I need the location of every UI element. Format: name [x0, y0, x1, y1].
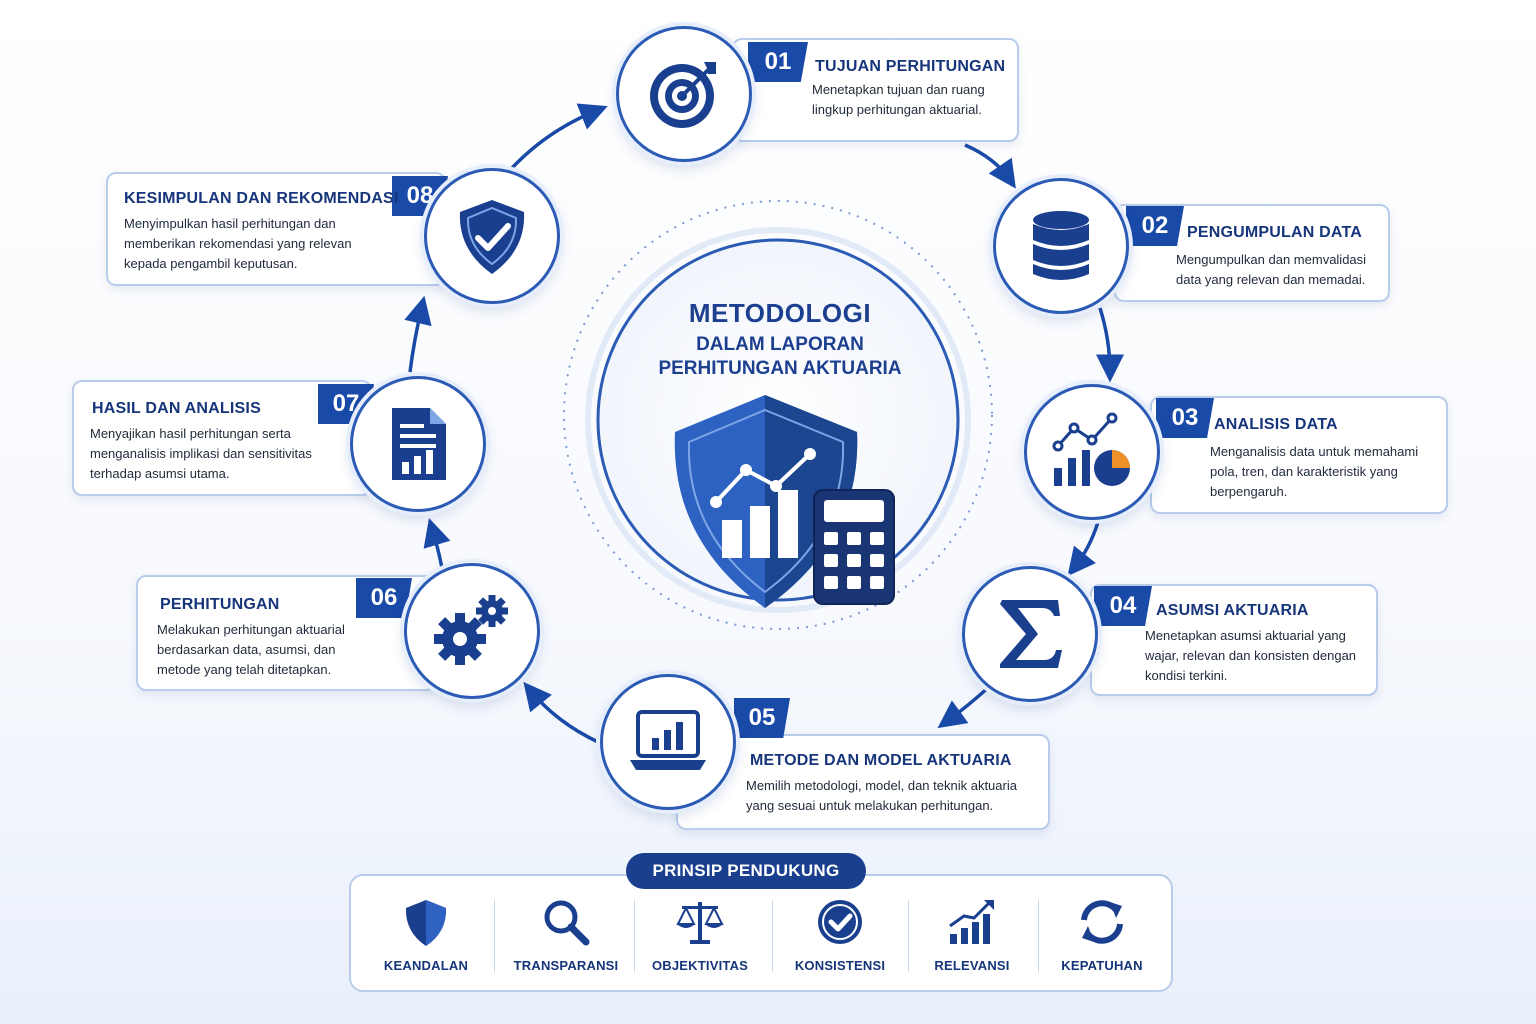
principle-label: KONSISTENSI — [794, 958, 886, 973]
arrow-08-01 — [510, 103, 608, 170]
report-icon — [392, 408, 446, 480]
shield-chart-illustration — [674, 395, 895, 608]
step-05-card — [676, 734, 1050, 830]
step-08-desc-line3: kepada pengambil keputusan. — [124, 256, 298, 271]
step-07-desc-line1: Menyajikan hasil perhitungan serta — [90, 426, 291, 441]
step-05-number: 05 — [734, 698, 790, 738]
step-04-circle — [962, 566, 1098, 702]
step-03-circle — [1024, 384, 1160, 520]
sigma-icon — [1000, 600, 1062, 668]
principle-label: KEPATUHAN — [1061, 958, 1143, 973]
shield-icon — [405, 900, 447, 946]
step-01-title: TUJUAN PERHITUNGAN — [815, 58, 1006, 75]
growth-chart-icon — [949, 900, 994, 944]
database-icon — [1033, 211, 1089, 280]
laptop-chart-icon — [630, 710, 706, 770]
step-08-card — [106, 172, 446, 286]
principle-transparansi: TRANSPARANSI — [498, 896, 634, 980]
arrow-04-05 — [937, 684, 992, 729]
center-title: METODOLOGI — [688, 298, 872, 328]
principles-panel — [349, 874, 1173, 992]
step-06-title: PERHITUNGAN — [160, 596, 280, 613]
step-02-number: 02 — [1126, 206, 1184, 246]
step-08-title: KESIMPULAN DAN REKOMENDASI — [124, 190, 399, 207]
principle-objektivitas: OBJEKTIVITAS — [632, 896, 768, 980]
step-05-desc-line1: Memilih metodologi, model, dan teknik ak… — [746, 778, 1017, 793]
principle-relevansi: RELEVANSI — [904, 896, 1040, 980]
step-04-title: ASUMSI AKTUARIA — [1156, 602, 1309, 619]
arrow-05-06 — [523, 681, 599, 744]
step-07-desc-line3: terhadap asumsi utama. — [90, 466, 230, 481]
shield-check-icon — [459, 200, 525, 274]
step-06-desc-line2: berdasarkan data, asumsi, dan — [157, 642, 336, 657]
step-06-number: 06 — [356, 578, 412, 618]
step-01-desc-line1: Menetapkan tujuan dan ruang — [812, 82, 985, 97]
step-05-title: METODE DAN MODEL AKTUARIA — [750, 752, 1012, 769]
step-07-circle — [350, 376, 486, 512]
principles-divider — [634, 900, 635, 972]
principles-divider — [772, 900, 773, 972]
check-circle-icon — [818, 900, 862, 944]
step-06-card — [136, 575, 436, 691]
step-04-desc-line3: kondisi terkini. — [1145, 668, 1228, 683]
arrow-02-03 — [1095, 307, 1124, 383]
step-08-desc-line1: Menyimpulkan hasil perhitungan dan — [124, 216, 336, 231]
step-02-desc-line2: data yang relevan dan memadai. — [1176, 272, 1366, 287]
principles-title: PRINSIP PENDUKUNG — [626, 853, 866, 889]
step-03-desc-line3: berpengaruh. — [1210, 484, 1288, 499]
principle-keandalan: KEANDALAN — [358, 896, 494, 980]
dotted-ring — [563, 200, 993, 630]
principles-divider — [908, 900, 909, 972]
principle-label: OBJEKTIVITAS — [651, 958, 749, 973]
step-04-number: 04 — [1094, 586, 1152, 626]
step-06-desc-line3: metode yang telah ditetapkan. — [157, 662, 332, 677]
step-02-title: PENGUMPULAN DATA — [1187, 224, 1363, 241]
step-08-circle — [424, 168, 560, 304]
step-03-card — [1150, 396, 1448, 514]
magnifier-icon — [544, 900, 590, 946]
center-subtitle-line1: DALAM LAPORAN — [696, 334, 864, 355]
principle-label: KEANDALAN — [383, 958, 469, 973]
step-07-title: HASIL DAN ANALISIS — [92, 400, 261, 417]
step-06-desc-line1: Melakukan perhitungan aktuarial — [157, 622, 345, 637]
step-02-circle — [993, 178, 1129, 314]
step-05-desc-line2: yang sesuai untuk melakukan perhitungan. — [746, 798, 994, 813]
step-04-desc-line2: wajar, relevan dan konsisten dengan — [1145, 648, 1357, 663]
gears-icon — [434, 595, 508, 665]
step-06-circle — [404, 563, 540, 699]
step-01-desc-line2: lingkup perhitungan aktuarial. — [812, 102, 982, 117]
arrow-06-07 — [423, 517, 451, 569]
principle-label: RELEVANSI — [934, 958, 1010, 973]
analytics-icon — [1052, 412, 1130, 486]
step-03-desc-line2: pola, tren, dan karakteristik yang — [1210, 464, 1398, 479]
principle-konsistensi: KONSISTENSI — [772, 896, 908, 980]
principles-divider — [494, 900, 495, 972]
step-08-desc-line2: memberikan rekomendasi yang relevan — [124, 236, 352, 251]
step-01-circle — [616, 26, 752, 162]
step-03-title: ANALISIS DATA — [1214, 416, 1338, 433]
center-subtitle-line2: PERHITUNGAN AKTUARIA — [658, 358, 902, 379]
step-03-desc-line1: Menganalisis data untuk memahami — [1210, 444, 1419, 459]
principle-label: TRANSPARANSI — [513, 958, 619, 973]
arrow-01-02 — [964, 143, 1016, 189]
target-icon — [650, 62, 716, 128]
arrow-07-08 — [404, 295, 432, 373]
step-01-number: 01 — [748, 42, 808, 82]
arrow-03-04 — [1067, 521, 1100, 577]
step-07-number: 07 — [318, 384, 374, 424]
principle-kepatuhan: KEPATUHAN — [1034, 896, 1170, 980]
step-03-number: 03 — [1156, 398, 1214, 438]
step-02-desc-line1: Mengumpulkan dan memvalidasi — [1176, 252, 1367, 267]
principles-divider — [1038, 900, 1039, 972]
step-07-desc-line2: menganalisis implikasi dan sensitivitas — [90, 446, 312, 461]
step-04-desc-line1: Menetapkan asumsi aktuarial yang — [1145, 628, 1346, 643]
refresh-icon — [1081, 900, 1123, 944]
scales-icon — [676, 902, 724, 944]
step-05-circle — [600, 674, 736, 810]
